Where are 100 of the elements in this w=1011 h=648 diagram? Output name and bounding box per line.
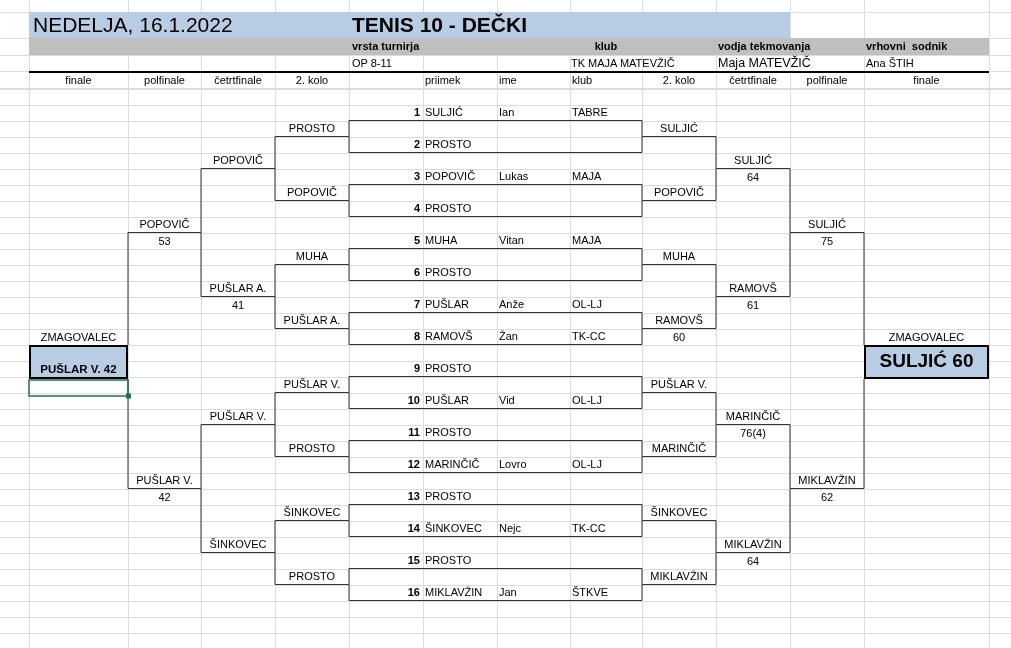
bracket-line	[348, 456, 350, 473]
bracket-line	[641, 312, 643, 329]
column-header: četrtfinale	[729, 73, 777, 88]
club-name: OL-LJ	[572, 297, 602, 312]
surname: PROSTO	[425, 201, 472, 216]
first-name: Žan	[499, 329, 518, 344]
club-name: TK-CC	[572, 521, 606, 536]
bracket-line	[715, 264, 717, 297]
bracket-line	[641, 136, 643, 153]
bracket-line	[348, 136, 350, 153]
player-row	[349, 137, 642, 153]
bracket-line	[274, 392, 276, 425]
winner-heading: ZMAGOVALEC	[888, 331, 965, 343]
player-slot: PROSTO	[275, 121, 349, 137]
draw-number: 16	[407, 585, 420, 600]
draw-number: 5	[413, 233, 420, 248]
first-name: Anže	[499, 297, 525, 312]
surname: PUŠLAR	[425, 393, 470, 408]
bracket-line	[274, 424, 276, 457]
surname: PUŠLAR	[425, 297, 470, 312]
column-header: ime	[499, 73, 517, 88]
match-score: 53	[158, 234, 171, 249]
surname: PROSTO	[425, 489, 472, 504]
player-slot: MIKLAVŽIN	[716, 537, 790, 553]
field-label: vodja tekmovanja	[718, 39, 811, 54]
bracket-line	[641, 264, 643, 281]
bracket-line	[348, 264, 350, 281]
player-row	[349, 105, 642, 121]
bracket-line	[127, 232, 129, 346]
player-slot: PUŠLAR A.	[201, 281, 275, 297]
draw-number: 10	[407, 393, 420, 408]
column-header: četrtfinale	[214, 73, 262, 88]
player-row	[349, 233, 642, 249]
winner-heading: ZMAGOVALEC	[40, 331, 117, 343]
club-name: OL-LJ	[572, 393, 602, 408]
bracket-line	[863, 232, 865, 346]
match-score: 64	[746, 554, 760, 569]
bracket-line	[200, 168, 202, 233]
player-slot: PUŠLAR V.	[201, 409, 275, 425]
bracket-line	[715, 552, 717, 585]
player-row	[349, 521, 642, 537]
match-score: 64	[746, 170, 760, 185]
draw-number: 9	[413, 361, 420, 376]
player-row	[349, 361, 642, 377]
surname: PROSTO	[425, 265, 472, 280]
bracket-line	[348, 312, 350, 329]
draw-number: 11	[408, 425, 420, 440]
column-header: polfinale	[806, 73, 848, 88]
bracket-line	[715, 392, 717, 425]
bracket-line	[641, 200, 643, 217]
column-header: finale	[65, 73, 92, 88]
match-score: 61	[746, 298, 760, 313]
bracket-line	[715, 136, 717, 169]
match-score: 60	[672, 330, 686, 345]
field-label: klub	[594, 39, 618, 54]
surname: MUHA	[425, 233, 458, 248]
bracket-line	[348, 184, 350, 201]
player-row	[349, 265, 642, 281]
player-row	[349, 201, 642, 217]
bracket-line	[348, 248, 350, 265]
first-name: Jan	[499, 585, 517, 600]
bracket-line	[863, 378, 865, 489]
player-slot: PUŠLAR V.	[642, 377, 716, 393]
first-name: Lovro	[499, 457, 527, 472]
bracket-line	[641, 584, 643, 601]
column-header: priimek	[425, 73, 461, 88]
player-slot: RAMOVŠ	[642, 313, 716, 329]
club-name: ŠTKVE	[572, 585, 609, 600]
bracket-line	[789, 424, 791, 489]
bracket-line	[641, 520, 643, 537]
player-slot: MIKLAVŽIN	[642, 569, 716, 585]
club-name: OL-LJ	[572, 457, 602, 472]
player-row	[349, 457, 642, 473]
field-label: vrsta turnirja	[352, 39, 420, 54]
first-name: Lukas	[499, 169, 529, 184]
player-slot: PUŠLAR V.	[275, 377, 349, 393]
bracket-line	[274, 520, 276, 553]
surname: MIKLAVŽIN	[425, 585, 483, 600]
bracket-line	[641, 440, 643, 457]
surname: SULJIĆ	[425, 105, 463, 120]
draw-number: 2	[413, 137, 420, 152]
player-row	[349, 489, 642, 505]
draw-number: 14	[407, 521, 420, 536]
player-slot: SULJIĆ	[642, 121, 716, 137]
player-slot: PUŠLAR A.	[275, 313, 349, 329]
draw-number: 13	[407, 489, 420, 504]
surname: PROSTO	[425, 137, 472, 152]
surname: POPOVIČ	[425, 169, 476, 184]
bracket-line	[274, 264, 276, 297]
draw-number: 6	[413, 265, 420, 280]
bracket-line	[641, 392, 643, 409]
field-label: vrhovni sodnik	[866, 39, 948, 54]
bracket-line	[715, 424, 717, 457]
surname: PROSTO	[425, 361, 472, 376]
player-row	[349, 393, 642, 409]
bracket-line	[274, 296, 276, 329]
player-slot: POPOVIČ	[275, 185, 349, 201]
bracket-line	[641, 184, 643, 201]
player-row	[349, 169, 642, 185]
title-heading: TENIS 10 - DEČKI	[352, 12, 528, 38]
